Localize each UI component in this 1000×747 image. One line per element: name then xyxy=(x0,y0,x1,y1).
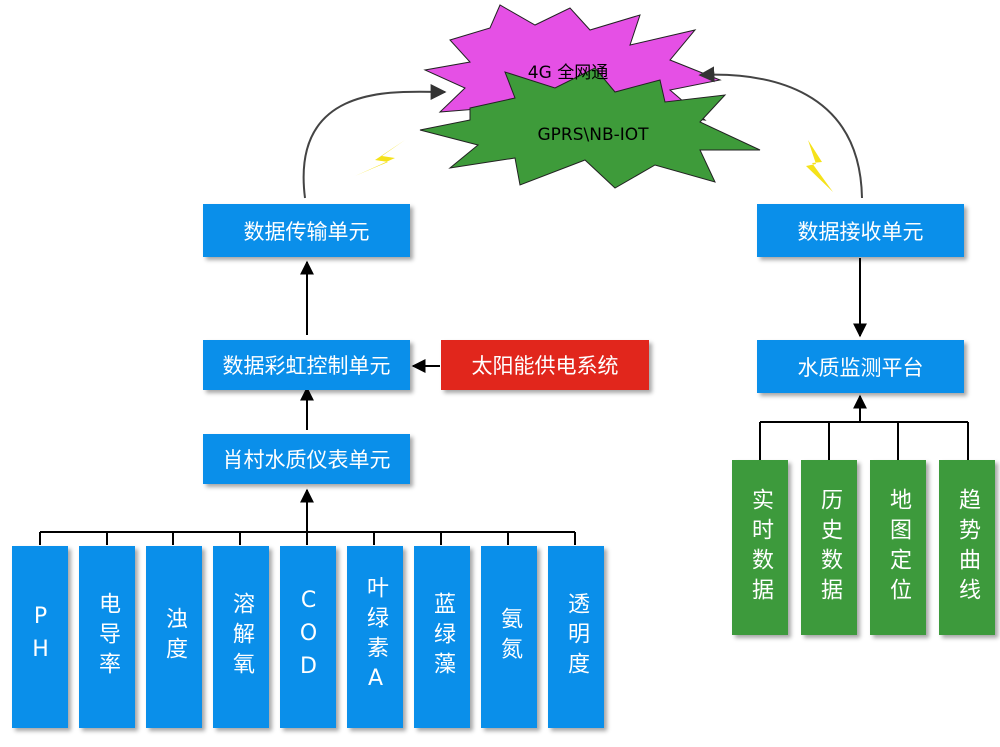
sensor-label: 透明度 xyxy=(564,592,589,682)
feature-label: 历史数据 xyxy=(817,487,842,608)
sensor-label: 电导率 xyxy=(95,592,120,682)
feature-label: 地图定位 xyxy=(886,487,911,608)
water-monitoring-platform: 水质监测平台 xyxy=(757,340,964,393)
sensor-conductivity: 电导率 xyxy=(79,546,135,728)
sensor-transparency: 透明度 xyxy=(548,546,604,728)
solar-power-system: 太阳能供电系统 xyxy=(441,340,649,390)
water-quality-instrument-unit: 肖村水质仪表单元 xyxy=(203,434,410,484)
data-transmit-unit: 数据传输单元 xyxy=(203,204,410,257)
right-curve-arrow xyxy=(698,66,863,199)
feature-realtime-data: 实时数据 xyxy=(732,460,788,635)
feature-trend-curve: 趋势曲线 xyxy=(939,460,995,635)
4g-label: 4G 全网通 xyxy=(528,63,608,83)
left-curve-arrow xyxy=(302,83,447,199)
sensor-label: 叶绿素A xyxy=(363,575,388,699)
lightning-left xyxy=(355,140,405,176)
gprs-label: GPRS\NB-IOT xyxy=(537,125,649,145)
sensor-chlorophyll-a: 叶绿素A xyxy=(347,546,403,728)
feature-label: 趋势曲线 xyxy=(955,487,980,608)
sensor-turbidity: 浊度 xyxy=(146,546,202,728)
sensor-ammonia-nitrogen: 氨氮 xyxy=(481,546,537,728)
sensor-label: COD xyxy=(296,587,321,687)
sensor-label: PH xyxy=(28,604,53,670)
sensor-label: 蓝绿藻 xyxy=(430,592,455,682)
sensor-label: 溶解氧 xyxy=(229,592,254,682)
gprs-burst-shape xyxy=(419,67,761,189)
feature-history-data: 历史数据 xyxy=(801,460,857,635)
sensor-label: 氨氮 xyxy=(497,607,522,667)
sensor-cod: COD xyxy=(280,546,336,728)
sensor-ph: PH xyxy=(12,546,68,728)
feature-label: 实时数据 xyxy=(748,487,773,608)
feature-map-location: 地图定位 xyxy=(870,460,926,635)
sensor-label: 浊度 xyxy=(162,607,187,667)
data-control-unit: 数据彩虹控制单元 xyxy=(203,340,410,390)
sensor-dissolved-oxygen: 溶解氧 xyxy=(213,546,269,728)
sensor-blue-green-algae: 蓝绿藻 xyxy=(414,546,470,728)
lightning-right xyxy=(806,140,833,192)
data-receive-unit: 数据接收单元 xyxy=(757,204,964,257)
